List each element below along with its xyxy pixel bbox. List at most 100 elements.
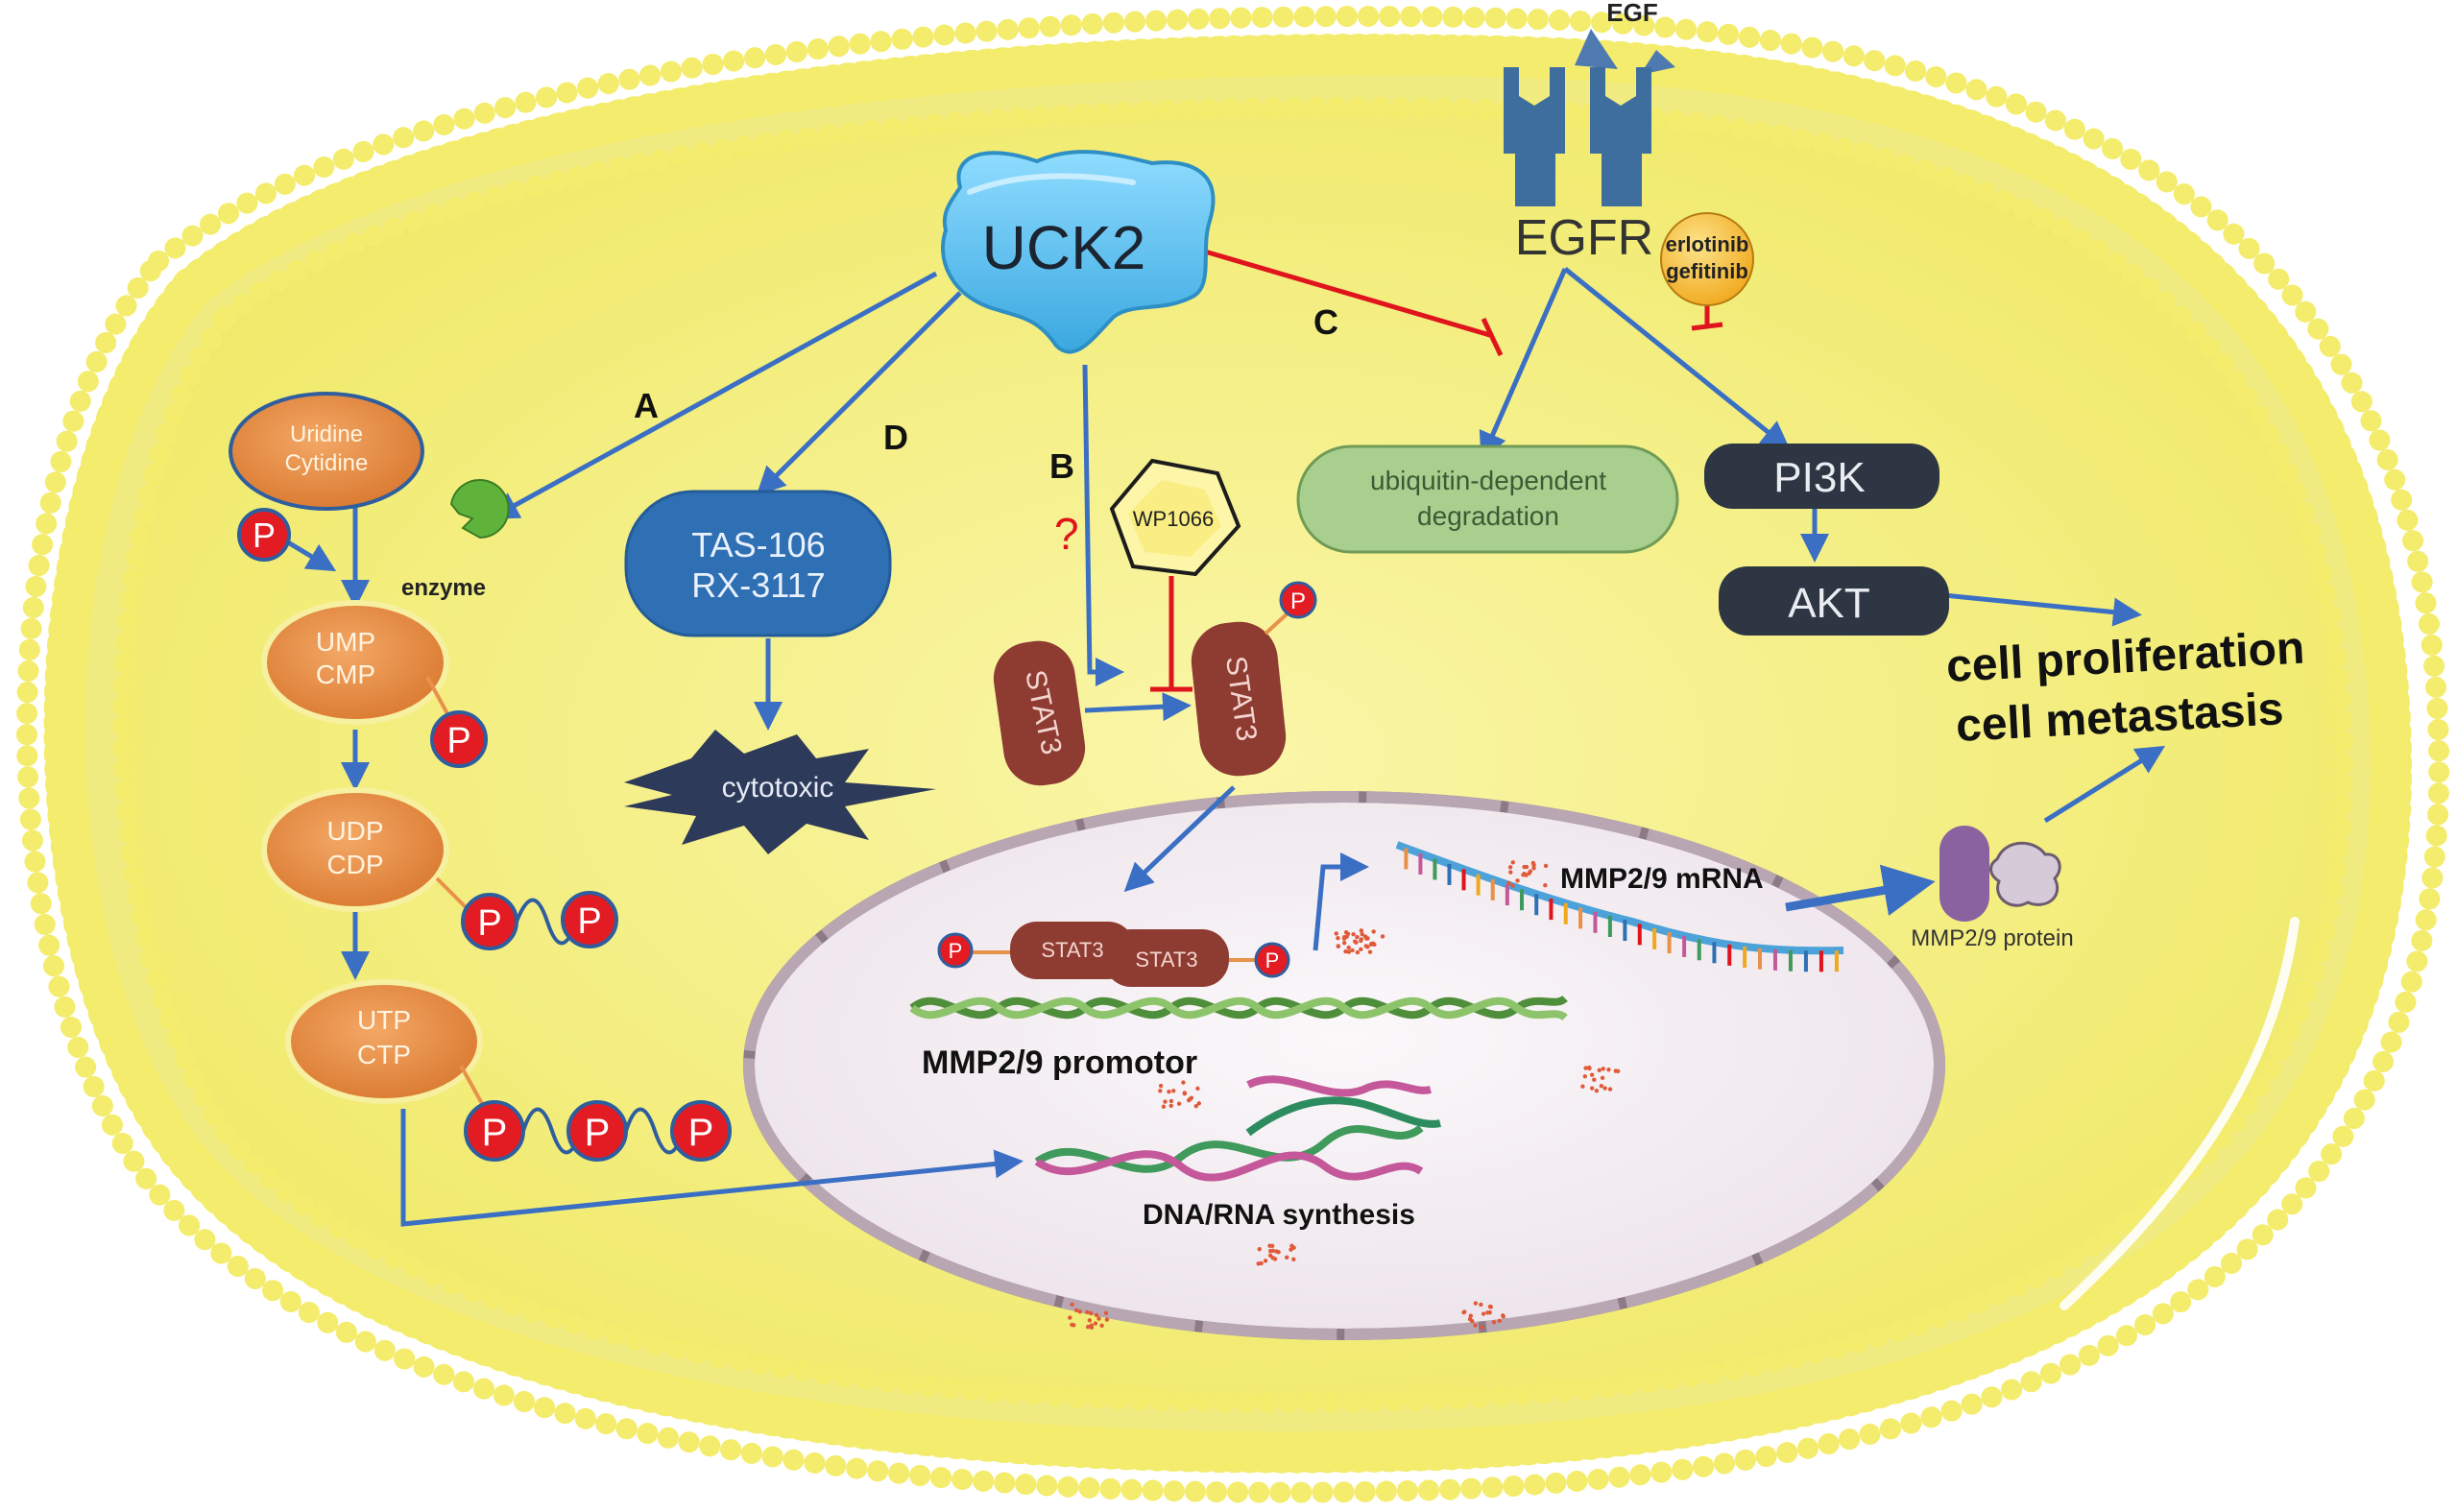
nucleus-particle <box>1592 1077 1597 1082</box>
arrow-protein-to-outcome <box>2043 745 2166 824</box>
nucleus-particle <box>1488 1305 1493 1309</box>
nucleus-particle <box>1195 1086 1200 1092</box>
enzyme-label: enzyme <box>401 575 486 601</box>
tas106-label: TAS-106 <box>691 525 825 564</box>
nucleus-particle <box>1364 936 1369 941</box>
nucleus-particle <box>1589 1072 1595 1077</box>
tas106-rx3117-box: TAS-106 RX-3117 <box>624 490 892 637</box>
nucleus-particle <box>1094 1312 1099 1318</box>
nucleus-particle <box>1522 864 1527 870</box>
nucleus-particle <box>1085 1309 1090 1315</box>
cytotoxic-burst: cytotoxic <box>624 730 936 854</box>
nucleus-particle <box>1510 860 1515 865</box>
nucleus-particle <box>1367 949 1373 954</box>
nucleus-particle <box>1344 934 1349 939</box>
nucleus-particle <box>1168 1103 1173 1109</box>
nucleus-particle <box>1196 1101 1201 1106</box>
stat3-dimer-label-2: STAT3 <box>1135 948 1197 972</box>
svg-text:P: P <box>949 939 963 963</box>
nucleus-particle <box>1089 1310 1094 1316</box>
nucleus-particle <box>1089 1325 1095 1330</box>
nucleus-particle <box>1187 1096 1192 1102</box>
drug-gefitinib: gefitinib <box>1666 259 1748 283</box>
nucleus-particles <box>1068 860 1621 1330</box>
nucleus-particle <box>1267 1248 1273 1254</box>
node-uridine-cytidine <box>229 392 424 511</box>
promotor-dna: MMP2/9 promotor <box>909 995 1568 1081</box>
nucleus-particle <box>1602 1086 1607 1091</box>
nucleus-particle <box>1587 1065 1592 1070</box>
svg-text:P: P <box>446 721 470 761</box>
dna-rna-synthesis: DNA/RNA synthesis <box>1034 1075 1441 1231</box>
nucleus-particle <box>1334 931 1338 936</box>
svg-text:P: P <box>585 1112 611 1154</box>
nucleus-particle <box>1515 878 1520 883</box>
nucleus-particle <box>1599 1084 1604 1089</box>
inhibition-lines <box>1150 249 1723 692</box>
node-ump-cmp <box>261 600 449 725</box>
nucleus-particle <box>1285 1255 1289 1260</box>
nucleus-particle <box>1601 1067 1605 1071</box>
cmp-label: CMP <box>316 660 375 689</box>
akt-box: AKT <box>1719 566 1949 636</box>
nucleus-particle <box>1171 1089 1176 1093</box>
nucleus-particle <box>1289 1243 1294 1248</box>
nucleus-particle <box>1470 1319 1475 1324</box>
nucleus-particle <box>1359 928 1364 933</box>
nucleus-particle <box>1167 1090 1171 1094</box>
pathway-label-c: C <box>1313 302 1338 342</box>
pi3k-box: PI3K <box>1704 444 1939 509</box>
arrow-transcription <box>1313 852 1369 951</box>
nucleus-particle <box>1259 1260 1264 1266</box>
uck2-label: UCK2 <box>982 213 1146 282</box>
nucleus-particle <box>1336 935 1340 941</box>
arrow-utp-to-dna-rna <box>400 1109 1024 1227</box>
akt-label: AKT <box>1788 580 1870 627</box>
nucleus-particle <box>1182 1091 1188 1096</box>
nucleus-particle <box>1158 1083 1164 1089</box>
nucleus-particle <box>1597 1068 1602 1073</box>
nucleus-particle <box>1359 937 1364 942</box>
svg-text:P: P <box>1265 948 1280 972</box>
nucleus-particle <box>1371 929 1376 934</box>
ubiquitin-degradation-box: ubiquitin-dependent degradation <box>1296 444 1679 554</box>
drug-erlotinib: erlotinib <box>1666 232 1749 256</box>
egfr-inhibitor-drugs: erlotinib gefitinib <box>1660 212 1754 306</box>
nucleus-particle <box>1501 1313 1506 1318</box>
nucleus-particle <box>1099 1323 1104 1328</box>
nucleus-particle <box>1068 1315 1072 1320</box>
nucleus-particle <box>1583 1066 1588 1070</box>
nucleus-particle <box>1510 883 1515 888</box>
pi3k-label: PI3K <box>1773 454 1865 501</box>
svg-text:P: P <box>1290 588 1306 614</box>
nucleus-particle <box>1103 1310 1109 1316</box>
nucleus-particle <box>1350 948 1355 953</box>
nucleus-particle <box>1263 1259 1268 1263</box>
nucleus-particle <box>1508 870 1513 875</box>
svg-text:P: P <box>688 1112 714 1154</box>
stat3-dimer: STAT3 STAT3 P P <box>937 922 1290 987</box>
phosphate-groups: P P P P P P P <box>237 508 732 1162</box>
nucleus-particle <box>1269 1243 1275 1249</box>
nucleotide-pathway: Uridine Cytidine UMP CMP UDP CDP UTP CTP <box>229 392 483 1104</box>
nucleus-particle <box>1070 1302 1074 1307</box>
arrow-akt-to-outcome <box>1943 592 2142 627</box>
nucleus-particle <box>1371 941 1376 947</box>
enzyme-icon: enzyme <box>401 479 510 601</box>
node-utp-ctp <box>285 979 483 1104</box>
nucleus-particle <box>1355 934 1360 940</box>
nucleus-particle <box>1473 1301 1479 1306</box>
nucleus-particle <box>1343 929 1349 935</box>
wp1066-inhibitor: WP1066 <box>1109 458 1241 577</box>
arrow-egfr-to-pi3k <box>1563 267 1791 450</box>
nucleus-particle <box>1346 945 1351 950</box>
nucleus-particle <box>1507 865 1513 870</box>
nucleus-particle <box>1589 1086 1595 1091</box>
mmp-promotor-label: MMP2/9 promotor <box>922 1044 1197 1081</box>
nucleus-particle <box>1461 1309 1466 1315</box>
nucleus-particle <box>1341 941 1347 946</box>
utp-label: UTP <box>357 1005 411 1035</box>
nucleus-particle <box>1613 1068 1618 1073</box>
nucleus-particle <box>1543 863 1549 869</box>
